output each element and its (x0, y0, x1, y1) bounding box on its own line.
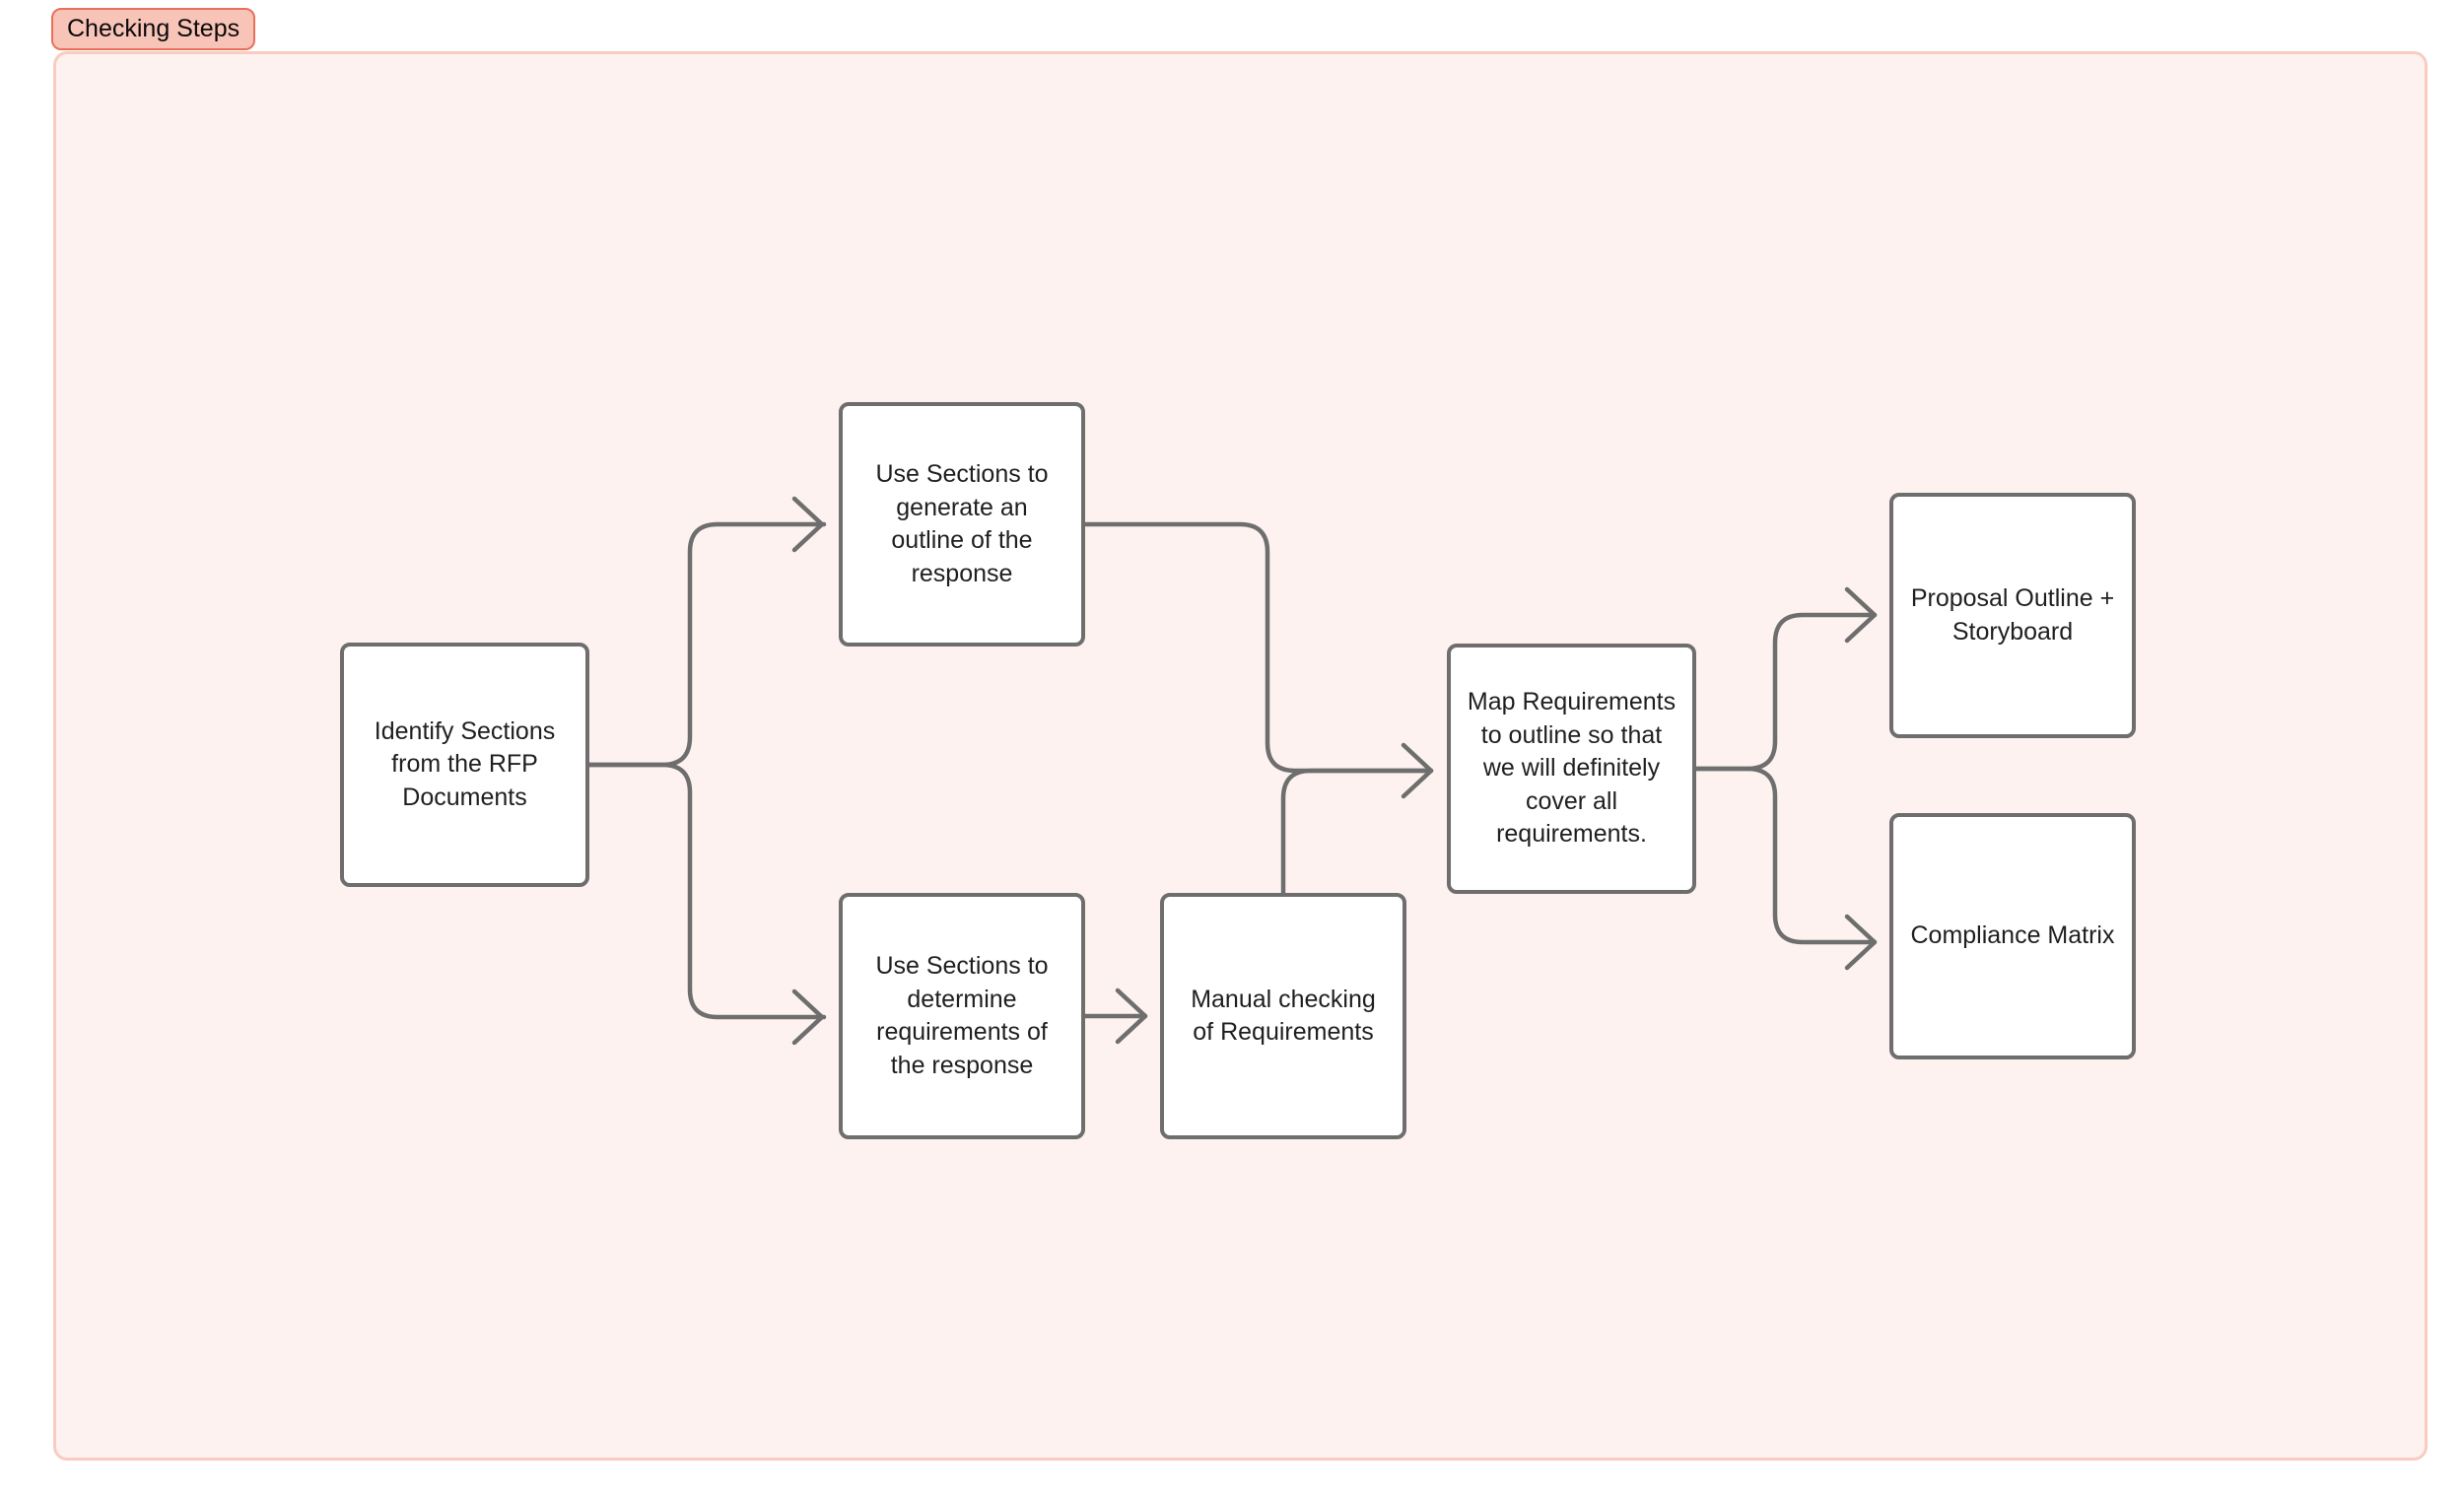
node-use-sections-requirements[interactable]: Use Sections to determine requirements o… (839, 893, 1085, 1139)
node-use-sections-outline[interactable]: Use Sections to generate an outline of t… (839, 402, 1085, 647)
node-label: Compliance Matrix (1910, 921, 2115, 950)
node-label: Map Requirements to outline so that we w… (1467, 688, 1677, 849)
node-label: Proposal Outline + Storyboard (1910, 584, 2115, 646)
node-identify-sections[interactable]: Identify Sections from the RFP Documents (340, 643, 589, 887)
node-label: Use Sections to generate an outline of t… (875, 460, 1049, 587)
node-label: Use Sections to determine requirements o… (875, 952, 1049, 1079)
node-manual-checking[interactable]: Manual checking of Requirements (1160, 893, 1406, 1139)
node-compliance-matrix[interactable]: Compliance Matrix (1889, 813, 2136, 1059)
node-proposal-outline-storyboard[interactable]: Proposal Outline + Storyboard (1889, 493, 2136, 738)
node-label: Identify Sections from the RFP Documents (374, 716, 556, 811)
node-label: Manual checking of Requirements (1191, 985, 1376, 1047)
node-map-requirements[interactable]: Map Requirements to outline so that we w… (1447, 644, 1696, 894)
group-label-badge[interactable]: Checking Steps (51, 8, 256, 51)
